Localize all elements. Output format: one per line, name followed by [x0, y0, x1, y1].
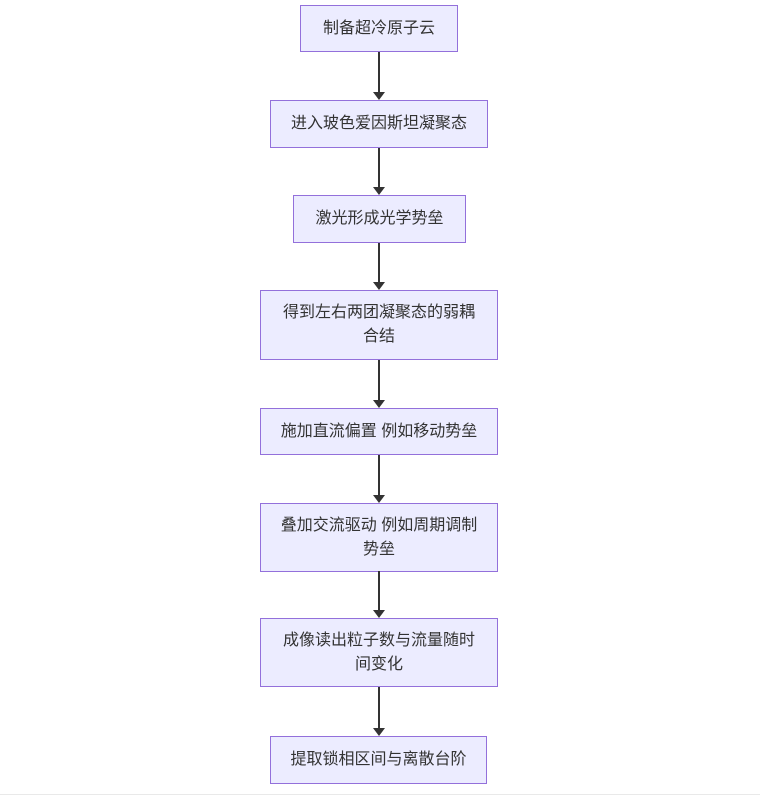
node-label: 提取锁相区间与离散台阶 [290, 751, 467, 768]
flowchart-node-extract-phase-locking: 提取锁相区间与离散台阶 [270, 736, 487, 784]
node-label: 进入玻色爱因斯坦凝聚态 [290, 115, 467, 132]
edge-line-5 [378, 455, 380, 495]
flowchart-node-imaging-readout: 成像读出粒子数与流量随时间变化 [260, 618, 498, 687]
arrowhead-down-icon [373, 400, 385, 408]
flowchart-node-laser-optical-barrier: 激光形成光学势垒 [293, 195, 466, 243]
flowchart-node-weak-coupling-condensates: 得到左右两团凝聚态的弱耦合结 [260, 290, 498, 360]
arrowhead-down-icon [373, 187, 385, 195]
node-label: 激光形成光学势垒 [315, 210, 444, 227]
arrowhead-down-icon [373, 728, 385, 736]
edge-line-3 [378, 243, 380, 282]
edge-line-6 [378, 571, 380, 610]
arrowhead-down-icon [373, 92, 385, 100]
flowchart-node-prepare-ultracold-atom-cloud: 制备超冷原子云 [300, 5, 458, 52]
arrowhead-down-icon [373, 282, 385, 290]
edge-line-7 [378, 687, 380, 728]
node-label: 制备超冷原子云 [322, 19, 435, 37]
edge-line-2 [378, 148, 380, 187]
flowchart-node-apply-dc-bias: 施加直流偏置 例如移动势垒 [260, 408, 498, 455]
arrowhead-down-icon [373, 495, 385, 503]
node-label: 施加直流偏置 例如移动势垒 [280, 422, 478, 440]
edge-line-1 [378, 52, 380, 92]
node-label: 得到左右两团凝聚态的弱耦合结 [282, 304, 475, 345]
flowchart-node-enter-bec-state: 进入玻色爱因斯坦凝聚态 [270, 100, 488, 148]
arrowhead-down-icon [373, 610, 385, 618]
flowchart-node-add-ac-drive: 叠加交流驱动 例如周期调制势垒 [260, 503, 498, 572]
node-label: 成像读出粒子数与流量随时间变化 [282, 631, 475, 673]
edge-line-4 [378, 360, 380, 400]
node-label: 叠加交流驱动 例如周期调制势垒 [280, 516, 478, 558]
